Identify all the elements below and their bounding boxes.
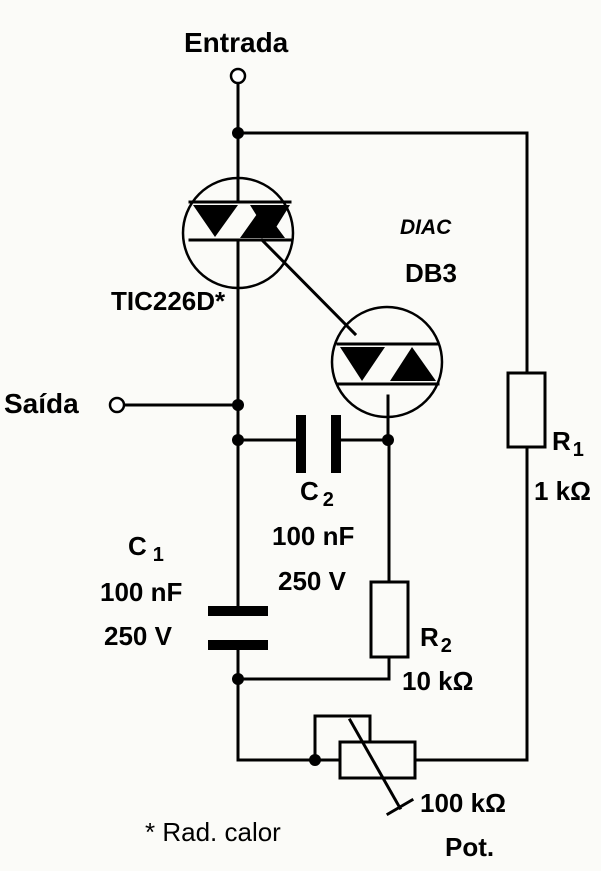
- label-r2-value: 10 kΩ: [402, 666, 473, 696]
- label-input: Entrada: [184, 27, 289, 58]
- junction-bottom: [232, 673, 244, 685]
- label-diac-model: DB3: [405, 258, 457, 288]
- terminal-output: [108, 396, 126, 414]
- junction-pot: [309, 754, 321, 766]
- label-pot: Pot.: [445, 832, 494, 862]
- triac-symbol: [181, 176, 295, 290]
- label-c1-capacitance: 100 nF: [100, 577, 182, 607]
- label-footnote: * Rad. calor: [145, 817, 281, 847]
- label-c1-voltage: 250 V: [104, 621, 173, 651]
- label-c2-capacitance: 100 nF: [272, 521, 354, 551]
- label-pot-value: 100 kΩ: [420, 788, 506, 818]
- label-c2-voltage: 250 V: [278, 566, 347, 596]
- wire-pot-wiper-bridge: [313, 714, 372, 762]
- resistor-r1: [506, 371, 547, 449]
- junction-top: [232, 127, 244, 139]
- capacitor-c2: [296, 415, 341, 473]
- junction-c2-left: [232, 434, 244, 446]
- label-r1-value: 1 kΩ: [534, 476, 591, 506]
- diac-symbol: [330, 305, 444, 419]
- junction-c2-right: [382, 434, 394, 446]
- junction-output: [232, 399, 244, 411]
- capacitor-c1: [208, 606, 268, 650]
- terminal-input: [229, 67, 247, 85]
- potentiometer: [338, 717, 417, 817]
- wire-gate: [259, 237, 358, 337]
- label-diac-type: DIAC: [400, 216, 452, 239]
- label-triac: TIC226D*: [111, 286, 226, 316]
- resistor-r2: [369, 580, 410, 659]
- label-output: Saída: [4, 388, 79, 419]
